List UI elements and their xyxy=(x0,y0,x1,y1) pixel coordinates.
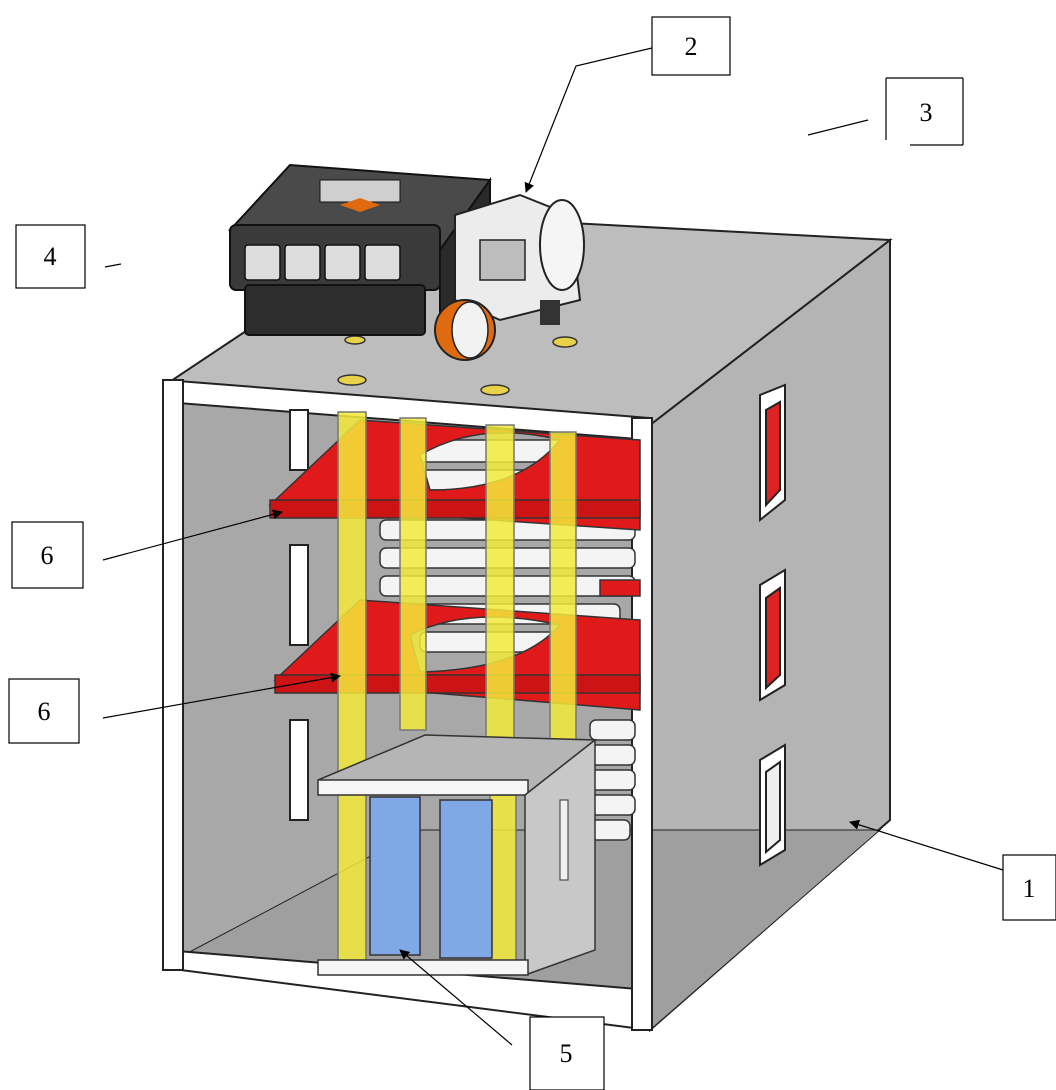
label-box-6b: 6 xyxy=(8,678,80,744)
label-box-2: 2 xyxy=(651,16,731,76)
side-slots xyxy=(759,383,786,867)
label-3-text: 3 xyxy=(920,98,933,127)
label-1-text: 1 xyxy=(1023,874,1036,903)
leader-lines xyxy=(102,47,1004,1046)
label-6a-text: 6 xyxy=(41,541,54,570)
motor xyxy=(434,193,585,361)
leader-3 xyxy=(807,119,869,136)
leader-6a xyxy=(102,509,283,561)
bin-right xyxy=(439,799,493,959)
leader-6b xyxy=(102,672,341,719)
label-box-3: 3 xyxy=(885,77,964,146)
leader-2 xyxy=(524,47,653,193)
label-boxes: 1 2 3 4 5 6 6 xyxy=(8,16,1056,1090)
yellow-rods xyxy=(337,411,577,976)
top-holes xyxy=(337,335,578,396)
elevator xyxy=(317,734,598,977)
back-slots xyxy=(289,409,309,821)
bin-left xyxy=(369,796,421,956)
front-frame xyxy=(162,378,653,1032)
label-2-text: 2 xyxy=(685,32,698,61)
label-4-text: 4 xyxy=(44,242,57,271)
leader-5 xyxy=(399,949,513,1046)
label-5-text: 5 xyxy=(560,1039,573,1068)
label-box-1: 1 xyxy=(1002,854,1056,921)
label-6b-text: 6 xyxy=(38,697,51,726)
leader-4 xyxy=(104,263,122,268)
label-box-6a: 6 xyxy=(11,521,84,589)
label-box-5: 5 xyxy=(529,1016,605,1090)
label-box-4: 4 xyxy=(15,224,86,289)
leader-1 xyxy=(849,819,1004,871)
